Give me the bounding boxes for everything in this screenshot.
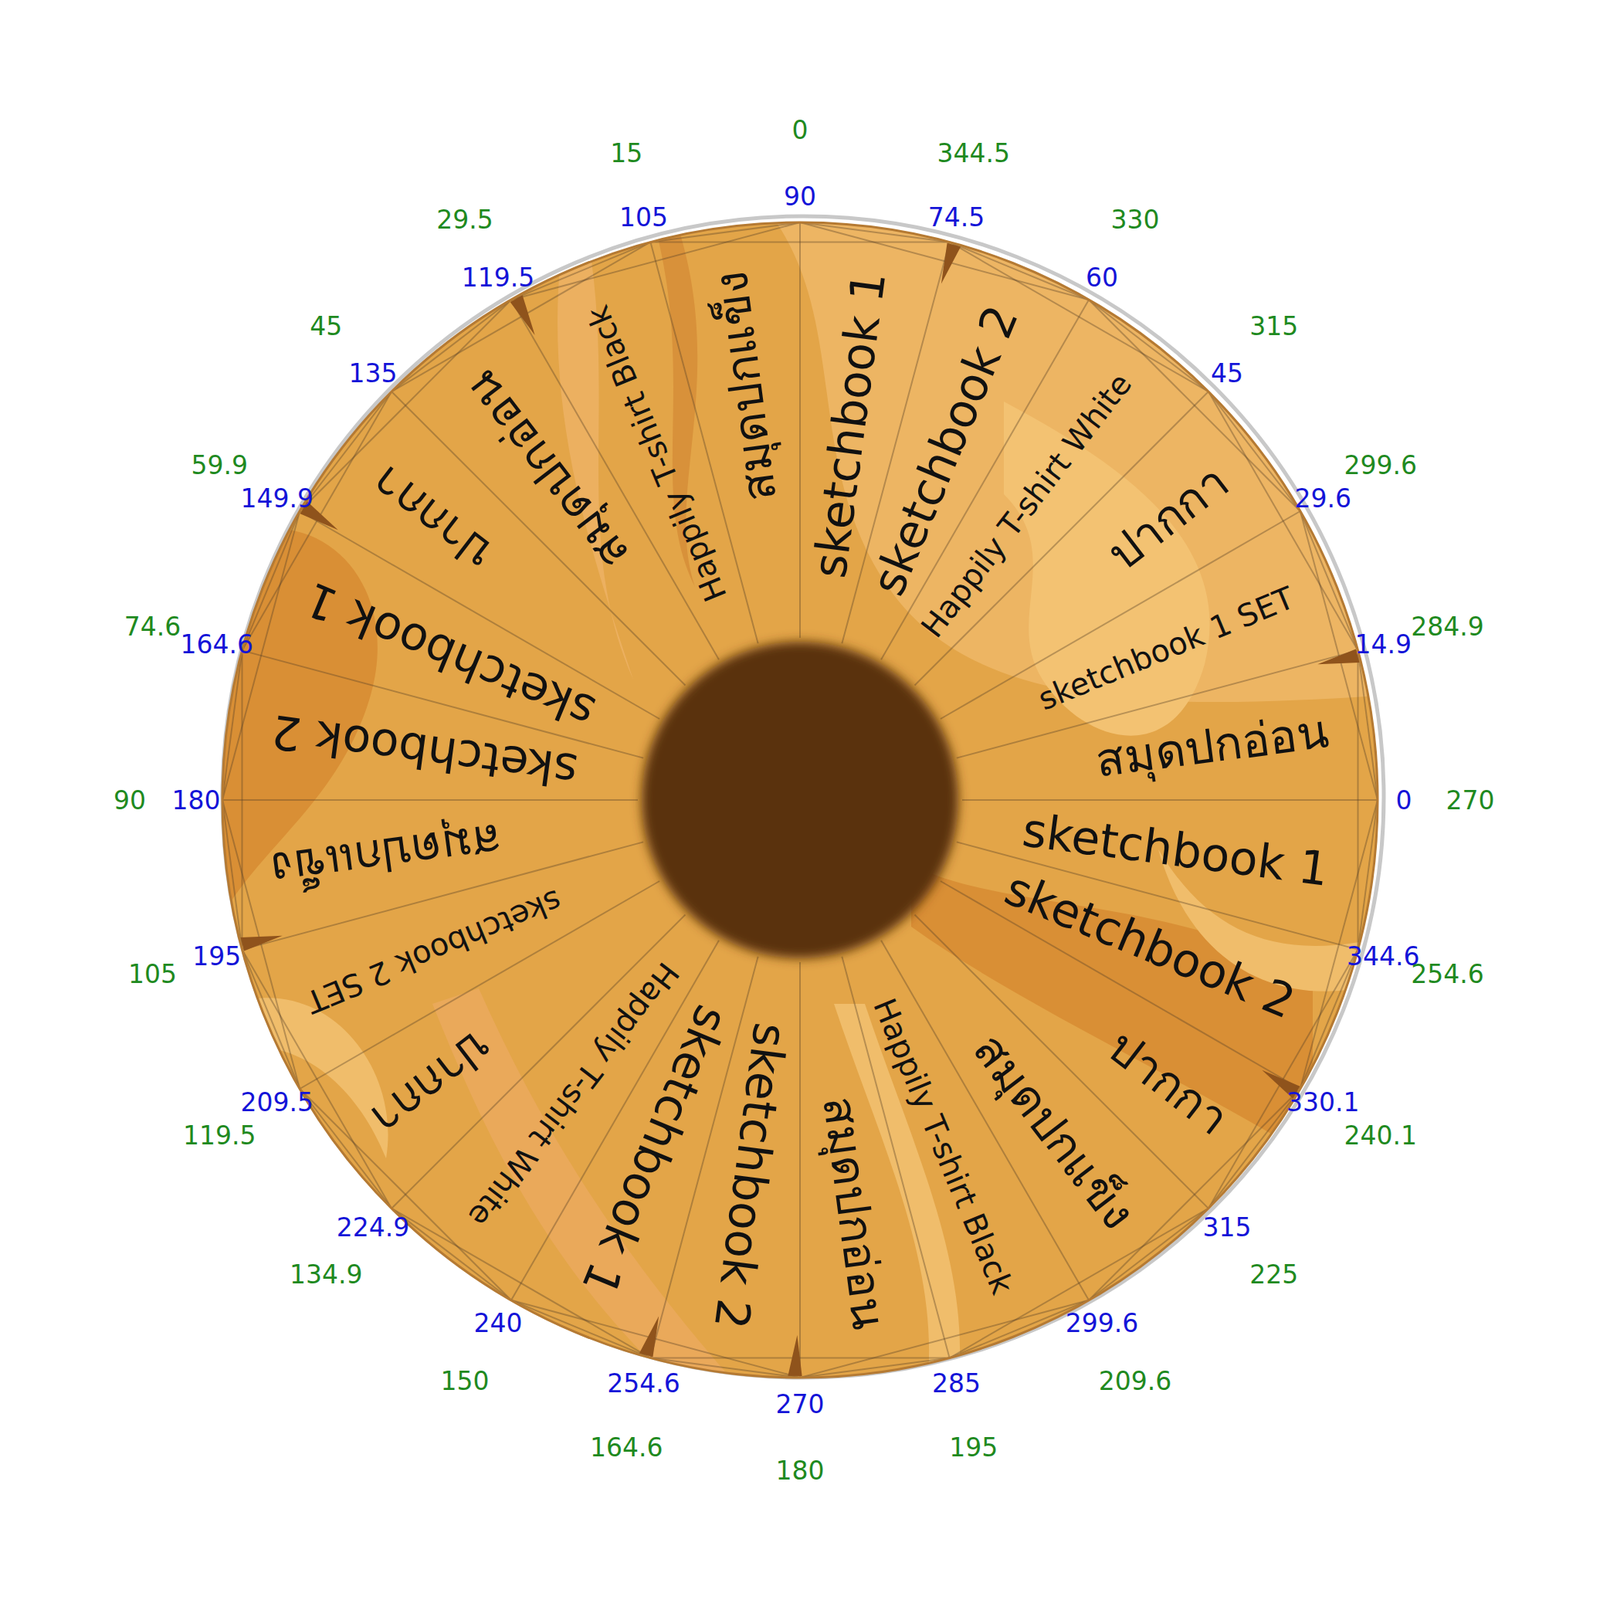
- offset-angle: 180: [776, 1455, 825, 1486]
- segment-angle: 315: [1202, 1211, 1251, 1242]
- offset-angle: 59.9: [191, 450, 248, 481]
- segment-angle: 135: [349, 358, 398, 389]
- segment-angle: 270: [776, 1389, 825, 1420]
- segment-angle: 45: [1210, 358, 1244, 389]
- offset-angle: 270: [1446, 785, 1495, 816]
- segment-angle: 344.6: [1346, 941, 1420, 972]
- segment-angle: 299.6: [1065, 1308, 1139, 1339]
- wheel-line: [1300, 511, 1359, 651]
- wheel-line: [1358, 650, 1378, 800]
- segment-angle: 330.1: [1286, 1087, 1360, 1118]
- segment-angle: 180: [172, 785, 221, 816]
- segment-angle: 149.9: [240, 483, 314, 514]
- segment-angle: 90: [783, 181, 817, 212]
- segment-angle: 209.5: [240, 1087, 314, 1118]
- wheel-line: [1358, 800, 1378, 950]
- rim-notch: [941, 243, 961, 285]
- segment-angle: 74.5: [928, 201, 985, 232]
- wheel-line: [799, 222, 801, 638]
- offset-angle: 254.6: [1410, 958, 1484, 989]
- wheel-line: [222, 800, 242, 950]
- segment-angle: 29.6: [1294, 483, 1351, 514]
- offset-angle: 284.9: [1410, 611, 1484, 642]
- offset-angle: 150: [440, 1365, 490, 1396]
- offset-angle: 29.5: [436, 204, 493, 235]
- offset-angle: 164.6: [589, 1432, 663, 1463]
- wheel-line: [949, 241, 1089, 300]
- offset-angle: 344.5: [936, 137, 1010, 168]
- offset-angle: 315: [1249, 311, 1299, 342]
- rim-notch: [510, 294, 536, 336]
- wheel-line: [799, 962, 801, 1378]
- offset-angle: 330: [1111, 204, 1160, 235]
- offset-angle: 195: [949, 1432, 998, 1463]
- offset-angle: 240.1: [1343, 1120, 1417, 1151]
- segment-angle: 195: [192, 941, 241, 972]
- offset-angle: 134.9: [289, 1258, 363, 1289]
- segment-angle: 0: [1396, 785, 1413, 816]
- wheel-line: [1357, 650, 1360, 950]
- offset-angle: 0: [792, 115, 809, 146]
- wheel-lines: [222, 222, 1378, 1378]
- offset-angle: 105: [128, 958, 177, 989]
- wheel-line: [800, 1358, 950, 1378]
- wheel-line: [962, 799, 1378, 801]
- offset-angle: 299.6: [1343, 450, 1417, 481]
- rim-notch: [1317, 648, 1360, 665]
- offset-angle: 15: [610, 137, 643, 168]
- offset-angle: 74.6: [124, 611, 181, 642]
- offset-angle: 209.6: [1098, 1365, 1172, 1396]
- offset-angle: 119.5: [183, 1120, 256, 1151]
- wheel-line: [241, 949, 300, 1089]
- segment-angle: 119.5: [461, 261, 535, 292]
- segment-angle: 224.9: [336, 1211, 410, 1242]
- rim-notch: [240, 935, 283, 952]
- offset-angle: 90: [113, 785, 146, 816]
- wheel-rim: [222, 222, 1378, 1378]
- segment-angle: 14.9: [1355, 628, 1412, 659]
- rim-notches: [240, 243, 1360, 1377]
- segment-angle: 164.6: [179, 628, 253, 659]
- offset-angle: 45: [309, 311, 343, 342]
- wood-grain: [216, 216, 1390, 1390]
- wood-disc: [222, 222, 1378, 1378]
- segment-angle: 254.6: [606, 1368, 680, 1399]
- rim-shadow: [222, 216, 1384, 1378]
- wheel-line: [222, 650, 242, 800]
- segment-angle: 285: [932, 1368, 981, 1399]
- segment-angle: 60: [1085, 261, 1119, 292]
- rim-notch: [787, 1335, 802, 1377]
- wheel-line: [800, 222, 950, 242]
- wheel-line: [650, 222, 800, 242]
- wheel-line: [511, 1300, 651, 1359]
- wheel-line: [222, 799, 638, 801]
- segment-angle: 240: [474, 1308, 523, 1339]
- wheel-hub: [641, 641, 959, 959]
- offset-angle: 225: [1249, 1258, 1299, 1289]
- segment-angle: 105: [619, 201, 668, 232]
- rim-notch: [639, 1315, 659, 1357]
